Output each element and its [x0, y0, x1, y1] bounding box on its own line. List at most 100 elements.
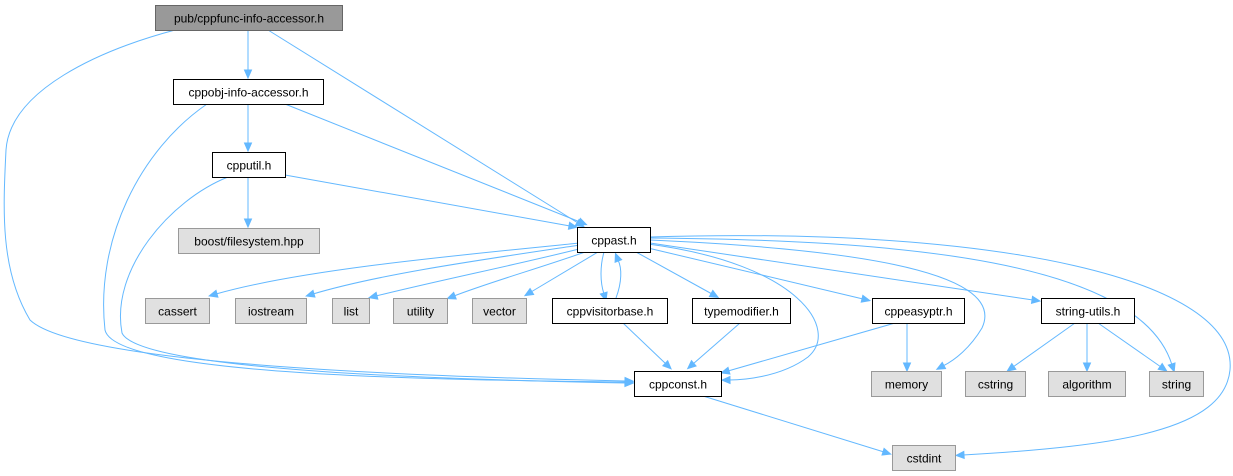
edge-stringutils-to-cstring — [1006, 322, 1076, 372]
arrowhead — [902, 362, 912, 373]
edge-line — [284, 103, 581, 223]
node-cstdint: cstdint — [892, 445, 956, 471]
node-label: utility — [407, 305, 434, 319]
node-label: string-utils.h — [1056, 305, 1121, 319]
node-box — [634, 371, 722, 397]
node-box — [145, 298, 210, 324]
edge-cppast-to-string — [649, 237, 1176, 373]
edge-line — [635, 251, 713, 295]
node-label: cassert — [158, 305, 197, 319]
arrowhead — [624, 378, 635, 388]
edge-line — [453, 250, 589, 297]
arrowhead — [1082, 362, 1092, 373]
node-cppobj[interactable]: cppobj-info-accessor.h — [173, 79, 324, 105]
node-cassert: cassert — [145, 298, 210, 324]
node-label: vector — [483, 305, 516, 319]
arrowhead — [720, 366, 731, 375]
node-string: string — [1149, 371, 1204, 397]
node-label: cppeasyptr.h — [884, 305, 952, 319]
arrowhead — [860, 294, 872, 303]
arrowhead — [1167, 362, 1176, 373]
arrowhead — [243, 69, 253, 80]
edge-cppvisitorbase-to-cppast — [614, 252, 623, 299]
node-cppeasyptr[interactable]: cppeasyptr.h — [872, 298, 965, 324]
edge-cppast-to-iostream — [305, 244, 581, 298]
edge-cppast-to-memory — [649, 239, 986, 370]
edge-line — [284, 174, 571, 227]
arrowhead — [686, 359, 697, 370]
node-box — [155, 5, 343, 31]
node-list: list — [332, 298, 370, 324]
edge-line — [647, 247, 864, 300]
edge-cpputil-to-boostfs — [243, 177, 253, 229]
node-box — [892, 445, 956, 471]
arrowhead — [1157, 362, 1168, 372]
edge-stringutils-to-algorithm — [1082, 323, 1092, 373]
edge-cppast-to-utility — [446, 250, 589, 300]
node-utility: utility — [393, 298, 448, 324]
node-typemodifier[interactable]: typemodifier.h — [692, 298, 791, 324]
nodes-layer: pub/cppfunc-info-accessor.h cppobj-info-a… — [145, 5, 1204, 471]
node-label: cppast.h — [591, 234, 636, 248]
node-memory: memory — [871, 371, 942, 397]
edge-cppobj-to-cppast — [284, 103, 588, 226]
node-box — [393, 298, 448, 324]
edge-line — [649, 237, 1173, 366]
node-cppast[interactable]: cppast.h — [577, 227, 651, 253]
node-root[interactable]: pub/cppfunc-info-accessor.h — [155, 5, 343, 31]
edge-line — [120, 176, 627, 384]
node-label: memory — [885, 378, 928, 392]
node-label: cpputil.h — [227, 159, 272, 173]
edge-cppast-to-vector — [523, 251, 599, 297]
node-label: typemodifier.h — [704, 305, 779, 319]
arrowhead — [614, 252, 623, 263]
edge-cpputil-to-cppast — [284, 174, 579, 230]
node-box — [212, 152, 286, 178]
arrowhead — [1006, 362, 1017, 372]
edge-cppconst-to-cstdint — [702, 395, 892, 456]
node-label: cppconst.h — [649, 378, 707, 392]
node-cppvisitorbase[interactable]: cppvisitorbase.h — [552, 298, 668, 324]
edge-line — [692, 322, 741, 365]
node-box — [332, 298, 370, 324]
edge-line — [649, 235, 1231, 456]
node-box — [577, 227, 651, 253]
edge-line — [1097, 322, 1162, 368]
node-box — [173, 79, 324, 105]
edge-line — [615, 259, 622, 299]
edge-cppeasyptr-to-cppconst — [720, 322, 896, 375]
arrowhead — [720, 375, 731, 385]
edge-line — [3, 29, 627, 382]
edge-cppast-to-list — [367, 247, 584, 300]
arrowhead — [305, 289, 316, 298]
node-cppconst[interactable]: cppconst.h — [634, 371, 722, 397]
node-label: cppobj-info-accessor.h — [188, 86, 308, 100]
node-box — [472, 298, 527, 324]
edge-line — [375, 247, 584, 297]
node-box — [965, 371, 1026, 397]
edge-line — [600, 251, 605, 295]
node-stringutils[interactable]: string-utils.h — [1041, 298, 1135, 324]
arrowhead — [243, 142, 253, 153]
node-box — [1149, 371, 1204, 397]
edge-cppast-to-cstdint — [649, 235, 1231, 460]
node-box — [552, 298, 668, 324]
edge-cppast-to-cppeasyptr — [647, 247, 872, 303]
node-box — [178, 228, 320, 254]
edge-stringutils-to-string — [1097, 322, 1168, 372]
edge-cppast-to-stringutils — [649, 242, 1042, 304]
node-algorithm: algorithm — [1048, 371, 1126, 397]
node-label: algorithm — [1062, 378, 1111, 392]
node-box — [872, 298, 965, 324]
node-label: string — [1162, 378, 1191, 392]
node-box — [692, 298, 791, 324]
arrowhead — [881, 447, 892, 456]
arrowhead — [661, 359, 672, 370]
node-cstring: cstring — [965, 371, 1026, 397]
edge-cppast-to-cppvisitorbase — [599, 251, 608, 302]
node-box — [1041, 298, 1135, 324]
node-label: pub/cppfunc-info-accessor.h — [174, 12, 324, 26]
node-label: cstring — [978, 378, 1013, 392]
node-cpputil[interactable]: cpputil.h — [212, 152, 286, 178]
edge-line — [312, 244, 581, 295]
